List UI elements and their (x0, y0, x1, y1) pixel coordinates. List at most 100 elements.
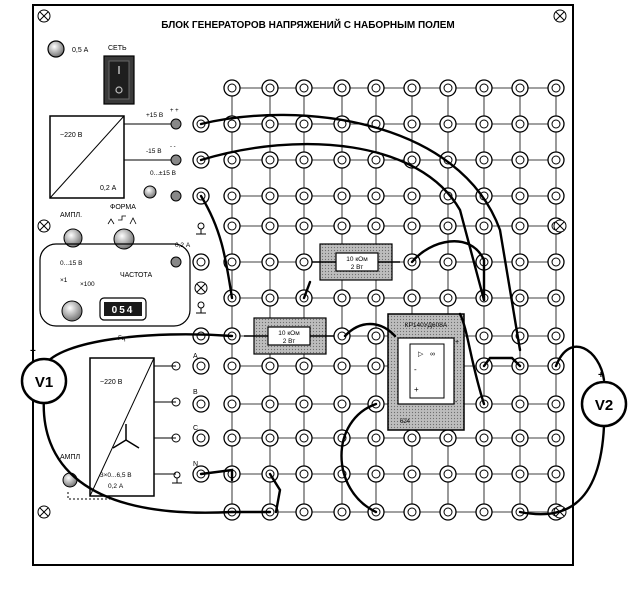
socket[interactable] (333, 187, 351, 205)
socket[interactable] (511, 395, 529, 413)
socket[interactable] (403, 115, 421, 133)
socket[interactable] (547, 395, 565, 413)
source-socket[interactable] (192, 357, 210, 375)
socket[interactable] (403, 429, 421, 447)
socket[interactable] (475, 429, 493, 447)
socket[interactable] (403, 465, 421, 483)
socket[interactable] (295, 429, 313, 447)
socket[interactable] (295, 151, 313, 169)
output-terminal[interactable] (170, 190, 182, 202)
socket[interactable] (261, 289, 279, 307)
socket[interactable] (367, 357, 385, 375)
socket[interactable] (547, 253, 565, 271)
socket[interactable] (475, 465, 493, 483)
socket[interactable] (547, 187, 565, 205)
output-terminal[interactable] (170, 118, 182, 130)
voltmeter-v1[interactable]: V1 + (20, 346, 68, 405)
socket[interactable] (295, 503, 313, 521)
socket[interactable] (439, 429, 457, 447)
socket[interactable] (223, 429, 241, 447)
socket[interactable] (547, 151, 565, 169)
socket[interactable] (261, 187, 279, 205)
socket[interactable] (547, 327, 565, 345)
socket[interactable] (261, 79, 279, 97)
socket[interactable] (511, 187, 529, 205)
source-socket[interactable] (192, 327, 210, 345)
socket[interactable] (403, 79, 421, 97)
socket[interactable] (547, 465, 565, 483)
socket[interactable] (475, 115, 493, 133)
socket[interactable] (439, 503, 457, 521)
resistor-1[interactable]: 10 кОм 2 Вт (312, 243, 400, 281)
resistor-2[interactable]: 10 кОм 2 Вт (244, 317, 334, 355)
socket[interactable] (511, 429, 529, 447)
three-phase-amplitude-knob[interactable] (62, 472, 78, 488)
socket[interactable] (295, 187, 313, 205)
socket[interactable] (223, 115, 241, 133)
socket[interactable] (333, 357, 351, 375)
output-terminal[interactable] (170, 154, 182, 166)
socket[interactable] (261, 217, 279, 235)
socket[interactable] (223, 253, 241, 271)
socket[interactable] (511, 79, 529, 97)
socket[interactable] (367, 465, 385, 483)
socket[interactable] (475, 503, 493, 521)
socket[interactable] (367, 327, 385, 345)
socket[interactable] (511, 115, 529, 133)
socket[interactable] (261, 357, 279, 375)
socket[interactable] (367, 79, 385, 97)
fg-form-selector[interactable] (113, 228, 135, 250)
socket[interactable] (223, 187, 241, 205)
dc-adj-knob[interactable] (143, 185, 157, 199)
socket[interactable] (367, 187, 385, 205)
socket[interactable] (261, 395, 279, 413)
socket[interactable] (403, 187, 421, 205)
fg-amplitude-knob[interactable] (63, 228, 83, 248)
socket[interactable] (439, 253, 457, 271)
socket[interactable] (511, 253, 529, 271)
socket[interactable] (223, 79, 241, 97)
socket[interactable] (333, 217, 351, 235)
fg-frequency-knob[interactable] (61, 300, 83, 322)
socket[interactable] (403, 503, 421, 521)
source-socket[interactable] (192, 429, 210, 447)
socket[interactable] (547, 79, 565, 97)
socket[interactable] (333, 327, 351, 345)
socket[interactable] (367, 289, 385, 307)
socket[interactable] (261, 151, 279, 169)
socket[interactable] (333, 151, 351, 169)
socket[interactable] (295, 115, 313, 133)
fuse-holder[interactable] (47, 40, 65, 58)
socket[interactable] (439, 79, 457, 97)
socket[interactable] (547, 115, 565, 133)
socket[interactable] (333, 503, 351, 521)
socket[interactable] (475, 217, 493, 235)
socket[interactable] (403, 217, 421, 235)
socket[interactable] (439, 217, 457, 235)
socket[interactable] (261, 253, 279, 271)
voltmeter-v2[interactable]: V2 + (580, 370, 628, 428)
socket[interactable] (439, 115, 457, 133)
socket[interactable] (223, 217, 241, 235)
source-socket[interactable] (192, 395, 210, 413)
socket[interactable] (475, 327, 493, 345)
socket[interactable] (439, 289, 457, 307)
socket[interactable] (511, 217, 529, 235)
socket[interactable] (511, 327, 529, 345)
socket[interactable] (261, 115, 279, 133)
socket[interactable] (475, 79, 493, 97)
source-socket[interactable] (192, 253, 210, 271)
socket[interactable] (295, 357, 313, 375)
socket[interactable] (511, 465, 529, 483)
socket[interactable] (511, 151, 529, 169)
socket[interactable] (223, 395, 241, 413)
socket[interactable] (367, 429, 385, 447)
socket[interactable] (295, 217, 313, 235)
socket[interactable] (511, 289, 529, 307)
opamp-module[interactable]: КР140УД608А ▷ ∞ - + + - 624 (387, 313, 465, 431)
socket[interactable] (223, 151, 241, 169)
socket[interactable] (295, 395, 313, 413)
socket[interactable] (295, 79, 313, 97)
socket[interactable] (333, 289, 351, 307)
socket[interactable] (333, 395, 351, 413)
